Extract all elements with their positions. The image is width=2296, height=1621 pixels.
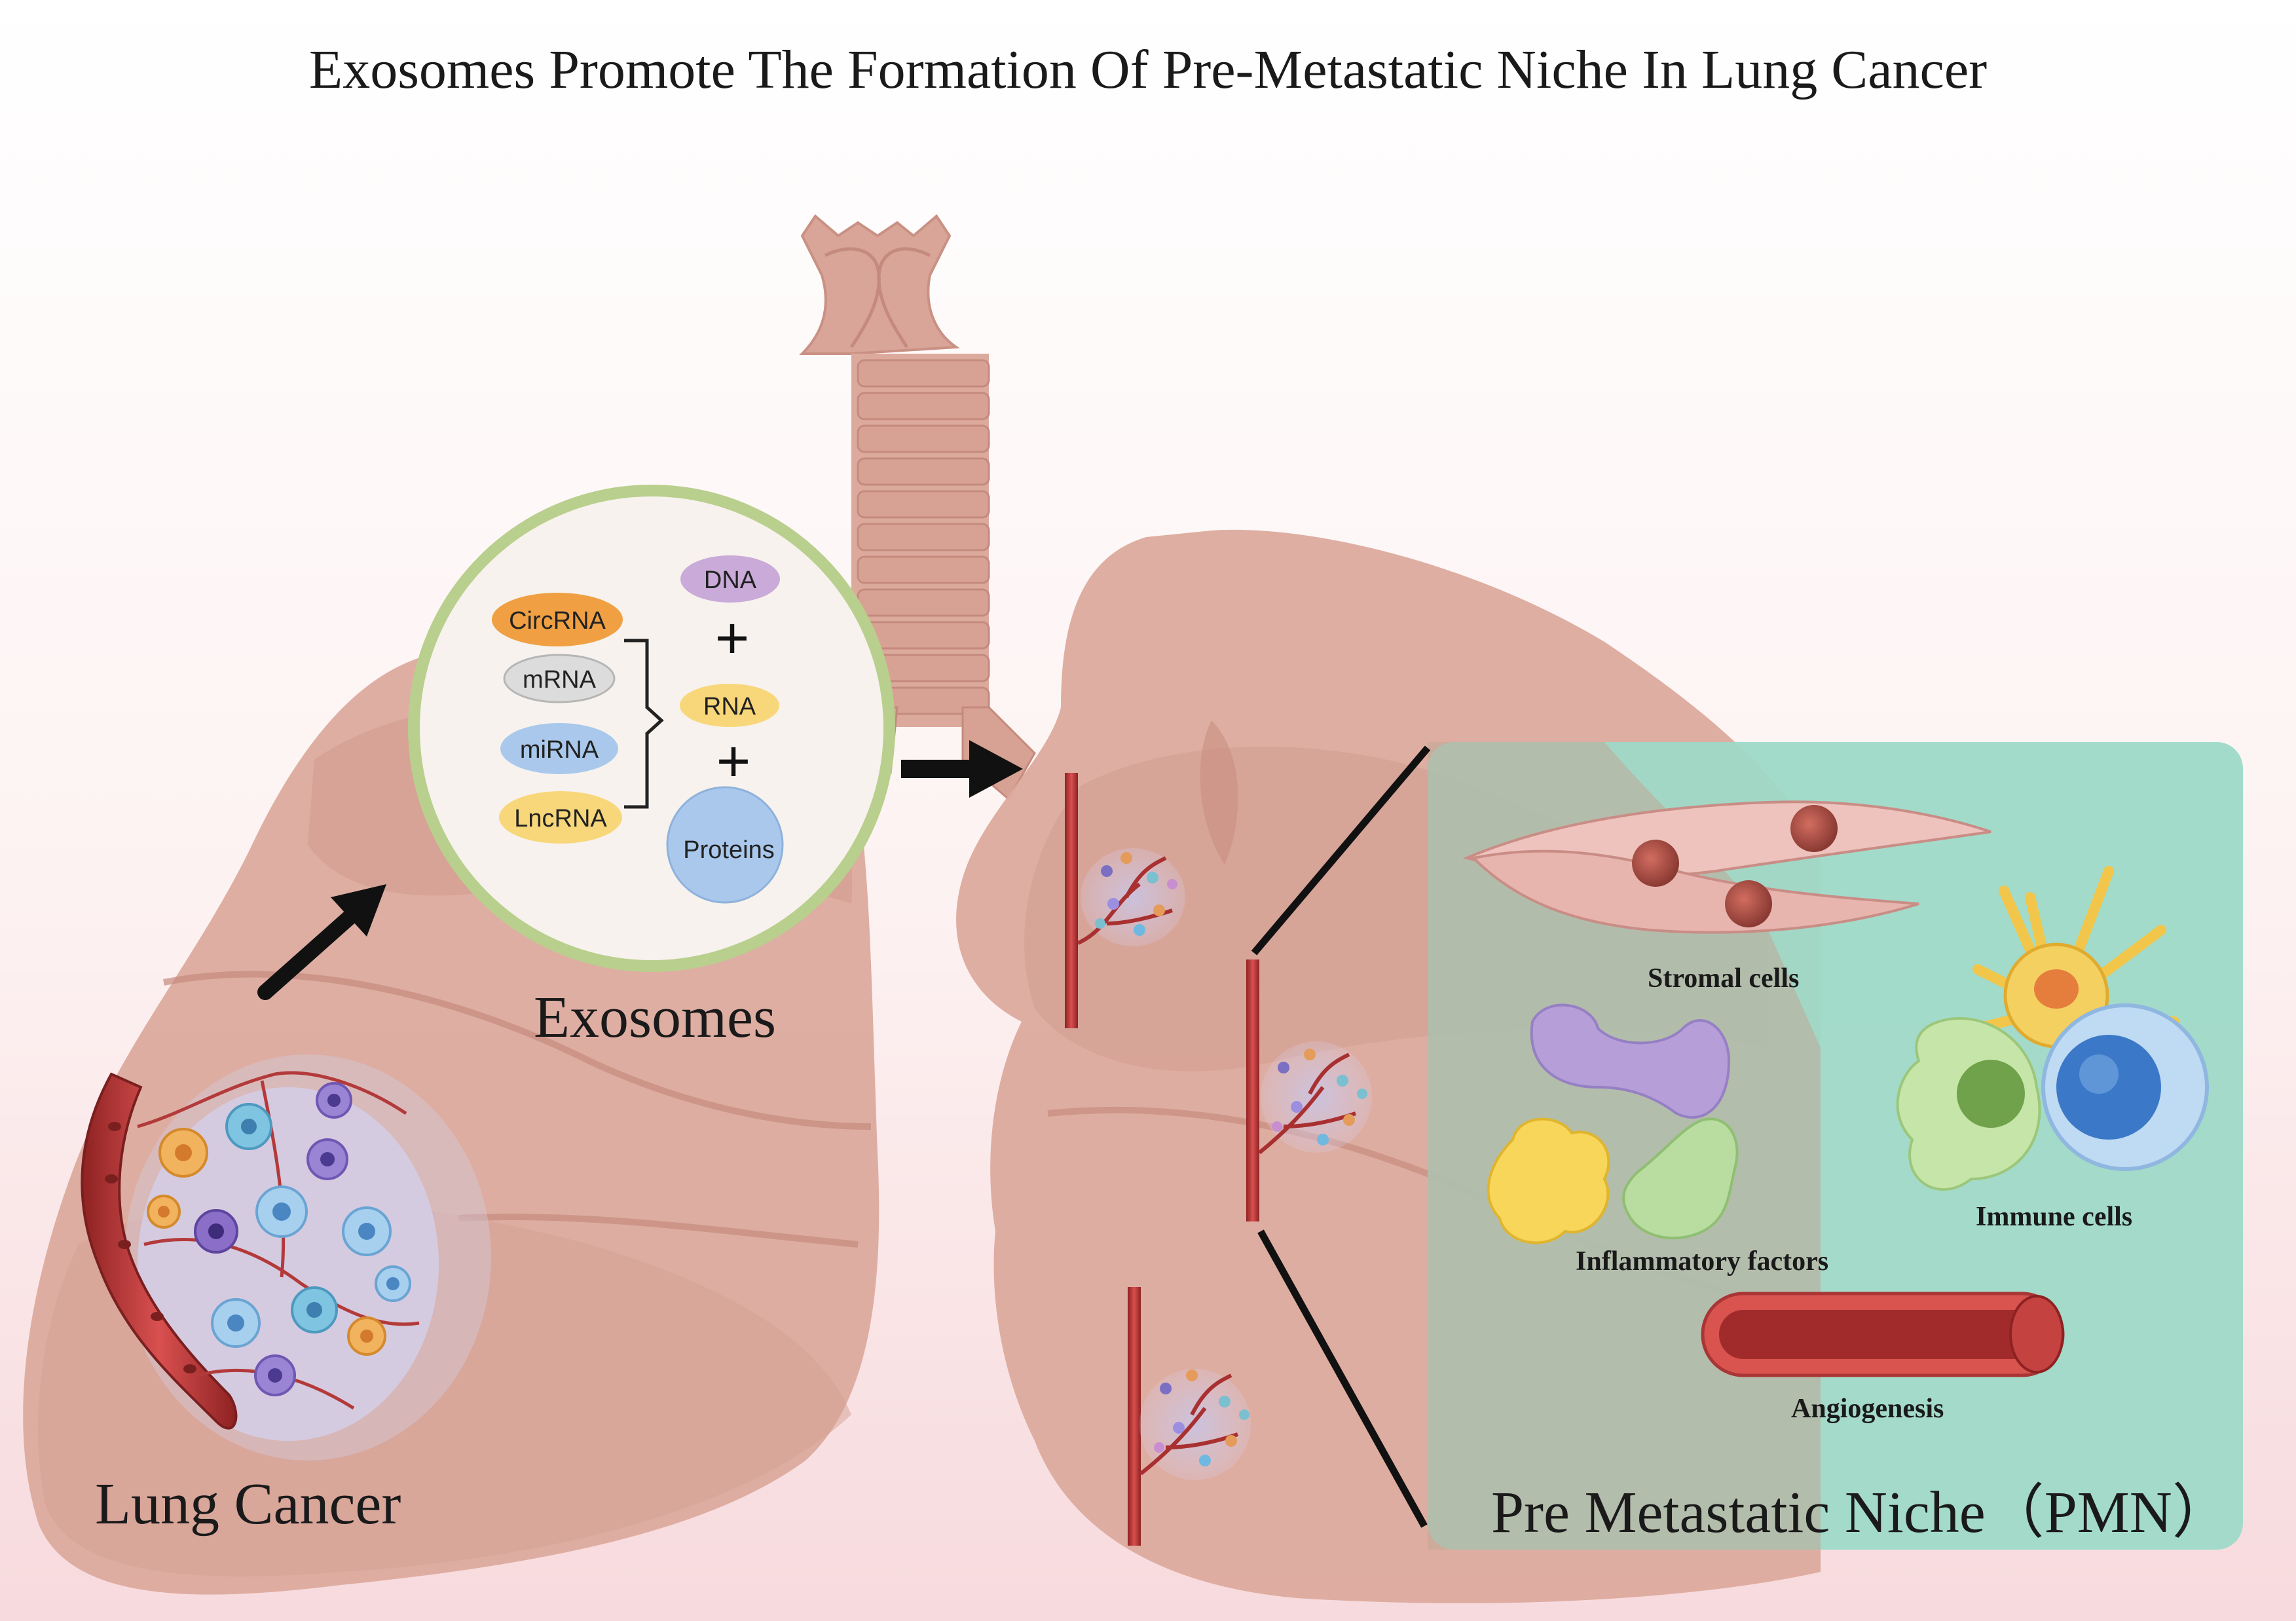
tumor-cells — [1095, 852, 1177, 936]
tumor-cells — [147, 1082, 411, 1396]
mirna-pill: miRNA — [500, 723, 618, 774]
metastatic-site-3 — [1128, 1287, 1251, 1546]
tumor-cells — [1272, 1049, 1367, 1146]
angiogenesis-vessel — [1701, 1292, 2065, 1377]
mirna-label: miRNA — [520, 736, 599, 764]
red-blood-cells — [105, 1122, 196, 1373]
circrna-pill: CircRNA — [492, 593, 623, 646]
plus-sign-2: + — [716, 729, 751, 794]
page-title: Exosomes Promote The Formation Of Pre-Me… — [308, 39, 1988, 100]
arrow-exosome-to-lung — [901, 740, 1023, 798]
fibroblast-2 — [1470, 849, 1919, 934]
vessel-segment — [1065, 773, 1078, 1028]
stromal-cells-label: Stromal cells — [1648, 963, 1800, 994]
proteins-circle: Proteins — [666, 786, 784, 904]
rna-label: RNA — [703, 693, 756, 720]
pmn-label: Pre Metastatic Niche（PMN） — [1491, 1480, 2231, 1545]
vessel-segment — [1128, 1287, 1141, 1546]
arrow-tumor-to-exosome — [257, 884, 386, 1000]
rna-bracket — [624, 639, 664, 809]
cytokine-green — [1622, 1117, 1739, 1240]
cytokine-yellow — [1487, 1117, 1610, 1244]
lncrna-pill: LncRNA — [499, 791, 622, 844]
vessel-segment — [1246, 960, 1259, 1221]
micro-tumor — [1139, 1369, 1251, 1480]
mrna-label: mRNA — [523, 666, 597, 694]
proteins-label: Proteins — [683, 836, 774, 864]
right-lung-notch — [1200, 720, 1238, 865]
lncrna-label: LncRNA — [514, 805, 607, 832]
angiogenesis-label: Angiogenesis — [1791, 1394, 1944, 1424]
primary-tumor — [81, 1054, 491, 1461]
larynx-detail — [824, 247, 931, 348]
inflammatory-factors — [1487, 1003, 1739, 1244]
left-lung-fissure-lower — [458, 1214, 859, 1248]
metastatic-site-2 — [1246, 960, 1372, 1221]
stromal-cells — [1462, 800, 1991, 934]
mrna-pill: mRNA — [503, 654, 616, 703]
tumor-cells — [1154, 1369, 1250, 1466]
rna-pill: RNA — [680, 684, 779, 727]
circrna-label: CircRNA — [509, 607, 606, 635]
blood-vessel — [81, 1072, 238, 1430]
zoom-line-top — [1251, 745, 1431, 956]
exosomes-label: Exosomes — [534, 985, 776, 1050]
bronchus-right — [961, 706, 1036, 801]
plus-sign-1: + — [715, 606, 750, 671]
immune-cells-label: Immune cells — [1976, 1202, 2133, 1232]
tumor-halo — [124, 1054, 491, 1461]
dna-label: DNA — [704, 567, 757, 594]
lung-cancer-label: Lung Cancer — [95, 1472, 401, 1537]
dna-pill: DNA — [680, 555, 780, 603]
zoom-line-bottom — [1257, 1229, 1428, 1528]
metastatic-site-1 — [1065, 773, 1185, 1028]
cytokine-purple — [1530, 1003, 1731, 1119]
inflammatory-factors-label: Inflammatory factors — [1576, 1246, 1829, 1276]
immune-cells — [1896, 866, 2209, 1191]
capillary-branches — [1077, 856, 1173, 945]
